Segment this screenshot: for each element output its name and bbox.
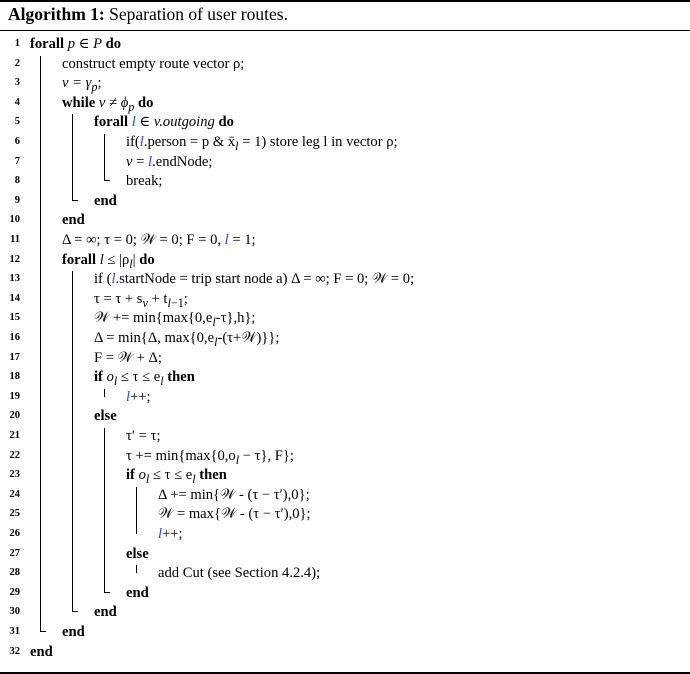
line-number: 5 [14, 116, 20, 128]
line-number: 31 [9, 626, 21, 637]
block-bar-forall-l [104, 134, 112, 182]
line-number: 30 [9, 606, 21, 618]
line-number: 29 [9, 586, 21, 598]
line-number: 9 [14, 194, 20, 206]
algorithm-caption: Separation of user routes. [109, 4, 288, 24]
line-number: 4 [14, 96, 20, 108]
line-number: 18 [9, 371, 21, 383]
line-number: 24 [9, 488, 21, 500]
algorithm-label: Algorithm 1: [8, 4, 105, 24]
line-number: 3 [14, 77, 20, 89]
block-bar-else2 [136, 565, 138, 574]
line-number: 10 [9, 214, 21, 226]
line-number: 7 [14, 155, 20, 167]
block-bar-forall-p [40, 55, 48, 633]
line-number: 25 [9, 508, 21, 520]
line-number: 6 [14, 136, 20, 147]
block-bar-else1 [104, 428, 112, 593]
block-bar-if2 [136, 486, 138, 534]
line-number: 8 [14, 175, 20, 187]
line-number: 32 [9, 645, 21, 657]
line-number: 22 [9, 449, 21, 461]
line-number: 2 [14, 57, 20, 69]
line-number: 20 [9, 410, 21, 422]
line-number: 17 [9, 351, 21, 363]
line-number: 28 [9, 567, 21, 579]
block-bar-if1 [104, 388, 106, 397]
line-number: 14 [9, 292, 21, 304]
line-number: 26 [9, 528, 21, 539]
title-rule [0, 30, 690, 32]
line-number: 21 [9, 430, 21, 441]
top-rule [0, 0, 690, 2]
line-number: 27 [9, 547, 21, 559]
block-bar-forall-l2 [72, 271, 80, 613]
algorithm-title: Algorithm 1: Separation of user routes. [8, 4, 288, 25]
line-number: 16 [9, 332, 21, 343]
line-number: 23 [9, 469, 21, 481]
bottom-rule [0, 672, 690, 674]
block-bar-while [72, 114, 80, 202]
line-number: 15 [9, 312, 21, 324]
line-number: 11 [10, 234, 20, 245]
line-number: 13 [9, 273, 21, 285]
line-number: 1 [14, 38, 20, 49]
line-number: 19 [9, 390, 21, 402]
line-number: 12 [9, 253, 21, 265]
